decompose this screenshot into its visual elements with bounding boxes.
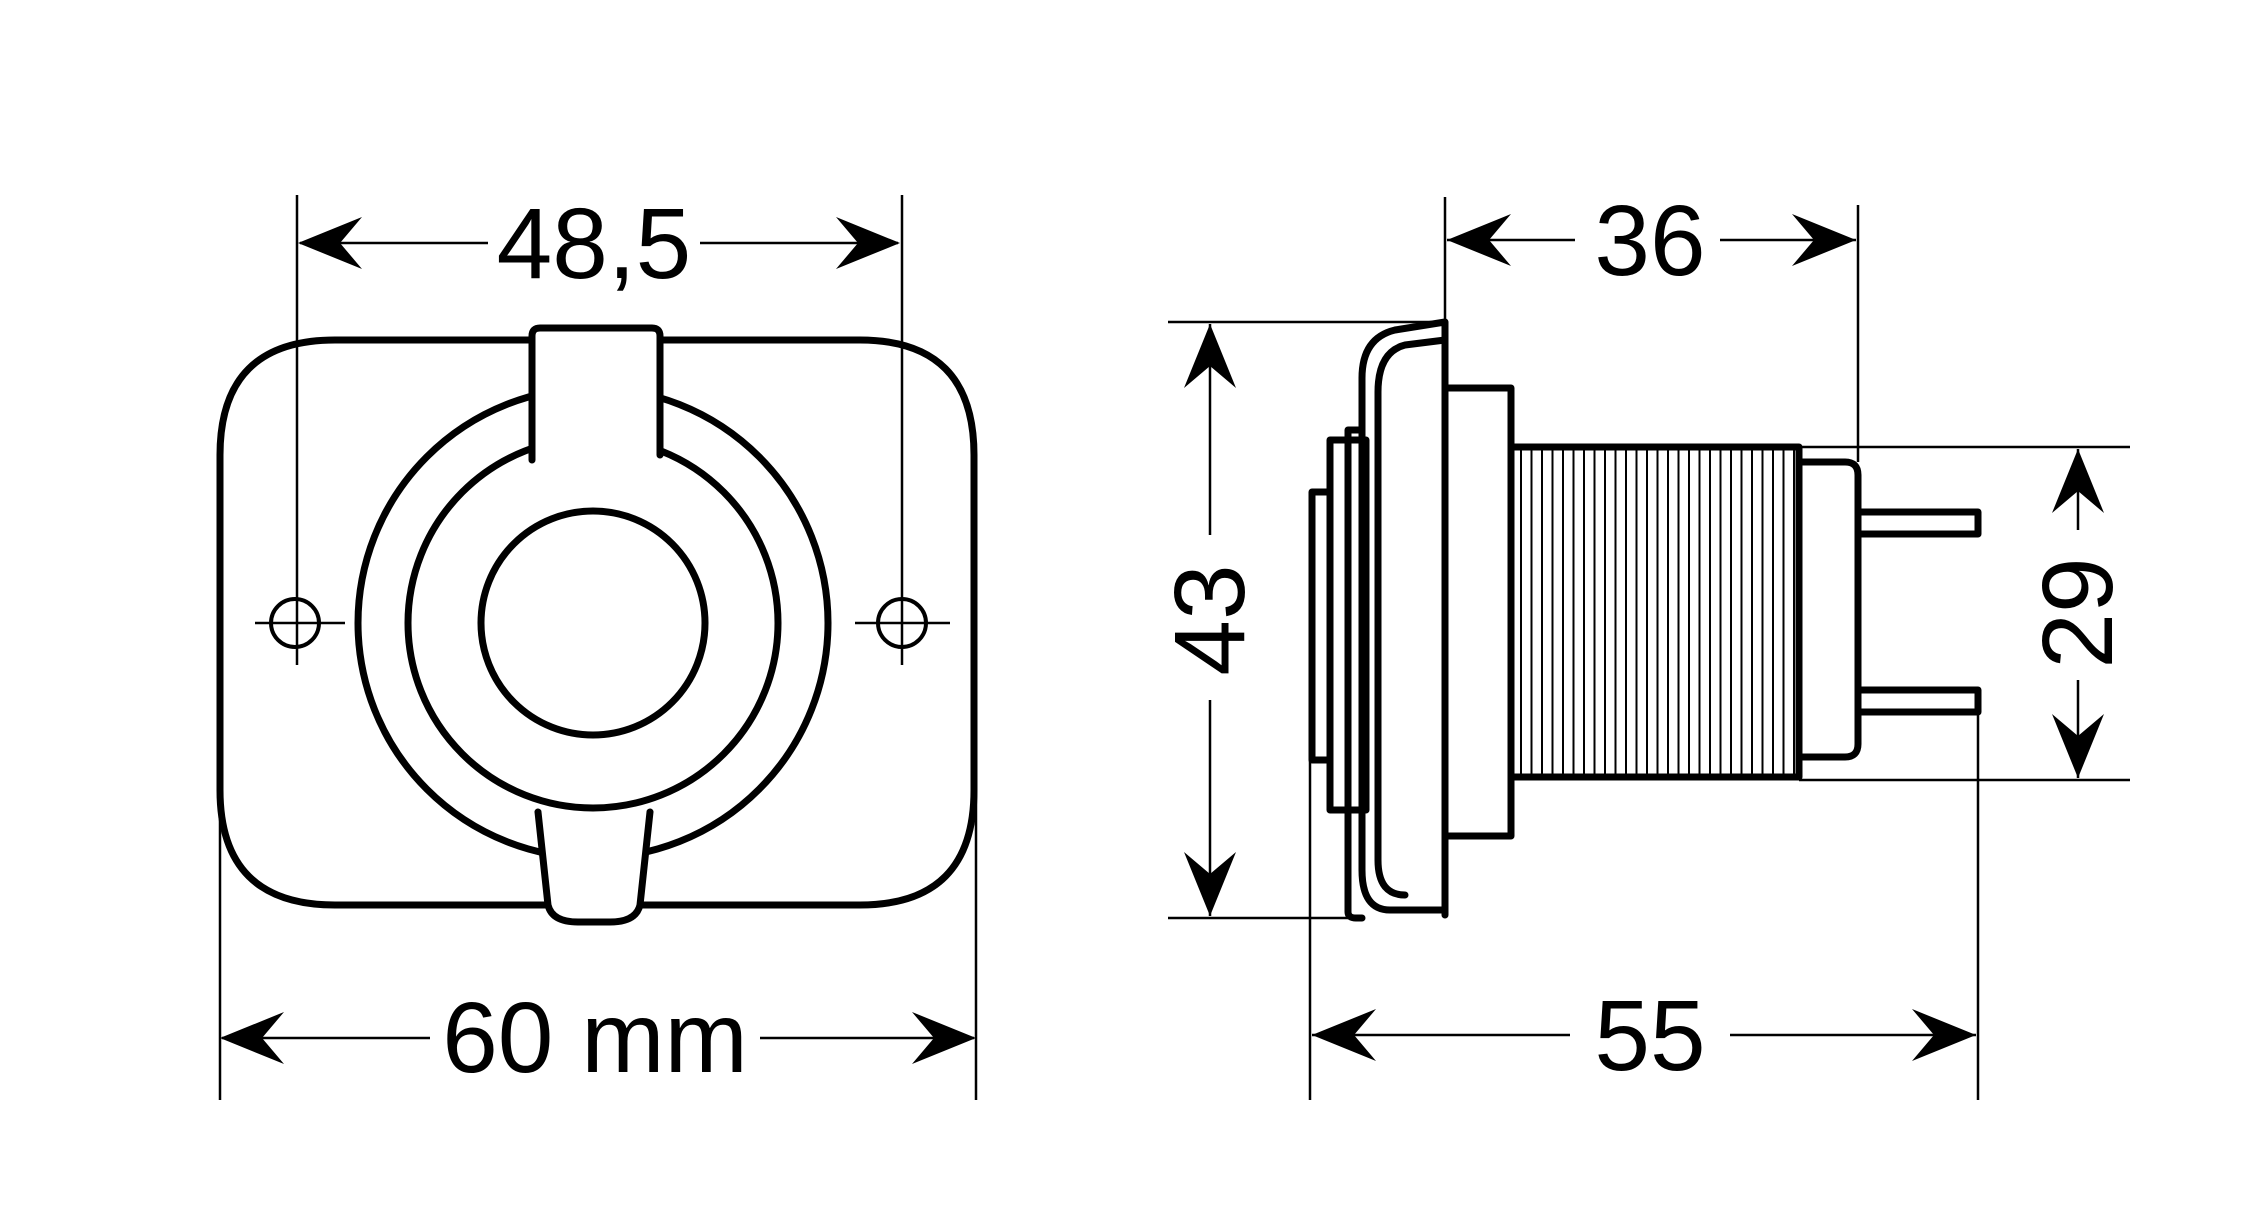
arrow-36-left (1447, 214, 1511, 266)
side-gasket (1308, 488, 1334, 764)
side-cap-profile (1358, 318, 1449, 919)
dim-label-48-5: 48,5 (497, 188, 692, 300)
arrow-48-left (298, 217, 362, 269)
arrow-43-bottom (1184, 852, 1236, 916)
socket-opening (477, 507, 709, 739)
side-terminal-bottom (1854, 686, 1982, 716)
dim-label-36: 36 (1594, 185, 1705, 297)
dim-label-29: 29 (2022, 557, 2134, 668)
top-hinge-tab (528, 324, 664, 464)
bottom-cap-lever (534, 808, 654, 926)
arrow-60-right (912, 1012, 976, 1064)
front-view: 48,5 60 mm (216, 188, 978, 1100)
dim-label-43: 43 (1154, 564, 1266, 675)
arrow-60-left (220, 1012, 284, 1064)
front-plate-outline (216, 336, 978, 909)
dim-label-55: 55 (1594, 980, 1705, 1092)
arrow-55-right (1912, 1009, 1976, 1061)
side-thread-lines (1520, 450, 1795, 774)
arrow-29-bottom (2052, 714, 2104, 778)
arrow-36-right (1792, 214, 1856, 266)
arrow-29-top (2052, 449, 2104, 513)
dim-label-60-mm: 60 mm (442, 982, 748, 1094)
side-threaded-body (1507, 443, 1803, 781)
arrow-48-right (836, 217, 900, 269)
side-terminal-top (1854, 508, 1982, 538)
socket-inner-ring (404, 434, 782, 812)
socket-outer-ring (354, 384, 832, 862)
side-flange (1441, 384, 1515, 840)
side-rear-collar (1795, 458, 1862, 761)
side-view: 36 55 43 29 (1154, 185, 2134, 1100)
side-cap-inner-line (1374, 336, 1449, 899)
arrow-43-top (1184, 324, 1236, 388)
arrow-55-left (1312, 1009, 1376, 1061)
